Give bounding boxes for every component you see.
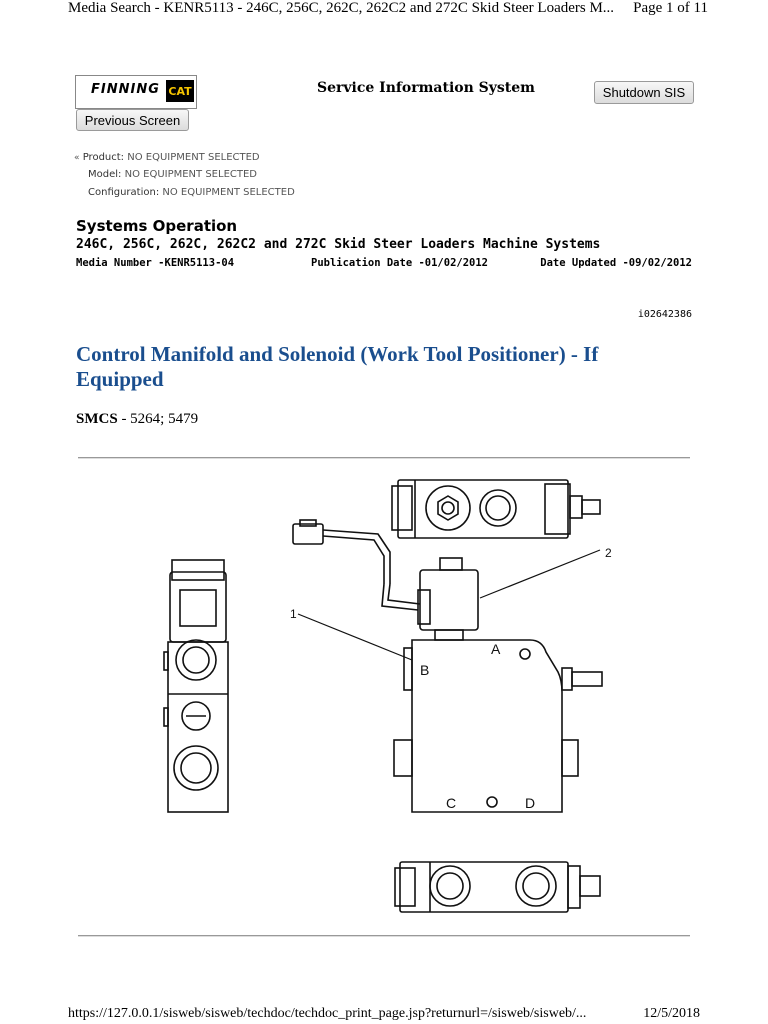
print-footer: https://127.0.0.1/sisweb/sisweb/techdoc/… <box>68 1006 700 1022</box>
shutdown-sis-button[interactable]: Shutdown SIS <box>594 81 694 104</box>
product-value: NO EQUIPMENT SELECTED <box>127 152 260 163</box>
configuration-label: Configuration: <box>88 187 160 198</box>
callout-2-leader <box>479 549 601 599</box>
callout-2: 2 <box>605 546 612 560</box>
port-d-label: D <box>525 795 535 811</box>
previous-screen-button[interactable]: Previous Screen <box>76 109 189 131</box>
page-number: Page 1 of 11 <box>633 0 708 16</box>
manifold-top-view <box>391 479 601 539</box>
page-title: Control Manifold and Solenoid (Work Tool… <box>76 342 599 391</box>
machine-systems: 246C, 256C, 262C, 262C2 and 272C Skid St… <box>76 237 601 252</box>
callout-1-leader <box>297 613 413 661</box>
print-header-title: Media Search - KENR5113 - 246C, 256C, 26… <box>68 0 615 16</box>
port-a-label: A <box>491 641 501 657</box>
solenoid-connector <box>292 519 421 611</box>
port-c-label: C <box>446 795 456 811</box>
manifold-side-view <box>163 559 229 813</box>
footer-url: https://127.0.0.1/sisweb/sisweb/techdoc/… <box>68 1006 587 1021</box>
smcs-value: - 5264; 5479 <box>117 411 199 427</box>
product-row: « Product: NO EQUIPMENT SELECTED <box>74 152 260 163</box>
document-id: i02642386 <box>637 309 692 320</box>
model-label: Model: <box>88 169 122 180</box>
port-b-label: B <box>420 662 429 678</box>
smcs-codes: SMCS - 5264; 5479 <box>76 411 198 428</box>
footer-date: 12/5/2018 <box>643 1006 700 1021</box>
finning-logo-text: FINNING <box>91 82 160 97</box>
publication-date: Publication Date -01/02/2012 <box>311 257 489 269</box>
date-updated: Date Updated -09/02/2012 <box>540 257 692 269</box>
product-label: Product: <box>82 152 125 163</box>
manifold-illustration: 1 2 A B C D <box>163 479 612 913</box>
divider-bottom <box>78 935 690 937</box>
callout-1: 1 <box>290 607 297 621</box>
configuration-value: NO EQUIPMENT SELECTED <box>162 187 295 198</box>
model-row: Model: NO EQUIPMENT SELECTED <box>88 169 257 180</box>
print-header: Media Search - KENR5113 - 246C, 256C, 26… <box>68 0 708 17</box>
sis-title: Service Information System <box>317 80 535 96</box>
manifold-main-view <box>393 557 603 813</box>
model-value: NO EQUIPMENT SELECTED <box>124 169 257 180</box>
collapse-arrow-icon[interactable]: « <box>74 153 80 163</box>
cat-logo: CAT <box>166 80 194 102</box>
divider-top <box>78 457 690 459</box>
configuration-row: Configuration: NO EQUIPMENT SELECTED <box>88 187 295 198</box>
manifold-bottom-view <box>394 861 601 913</box>
media-number: Media Number -KENR5113-04 <box>76 257 235 269</box>
smcs-label: SMCS <box>76 411 118 427</box>
section-title: Systems Operation <box>76 217 238 235</box>
